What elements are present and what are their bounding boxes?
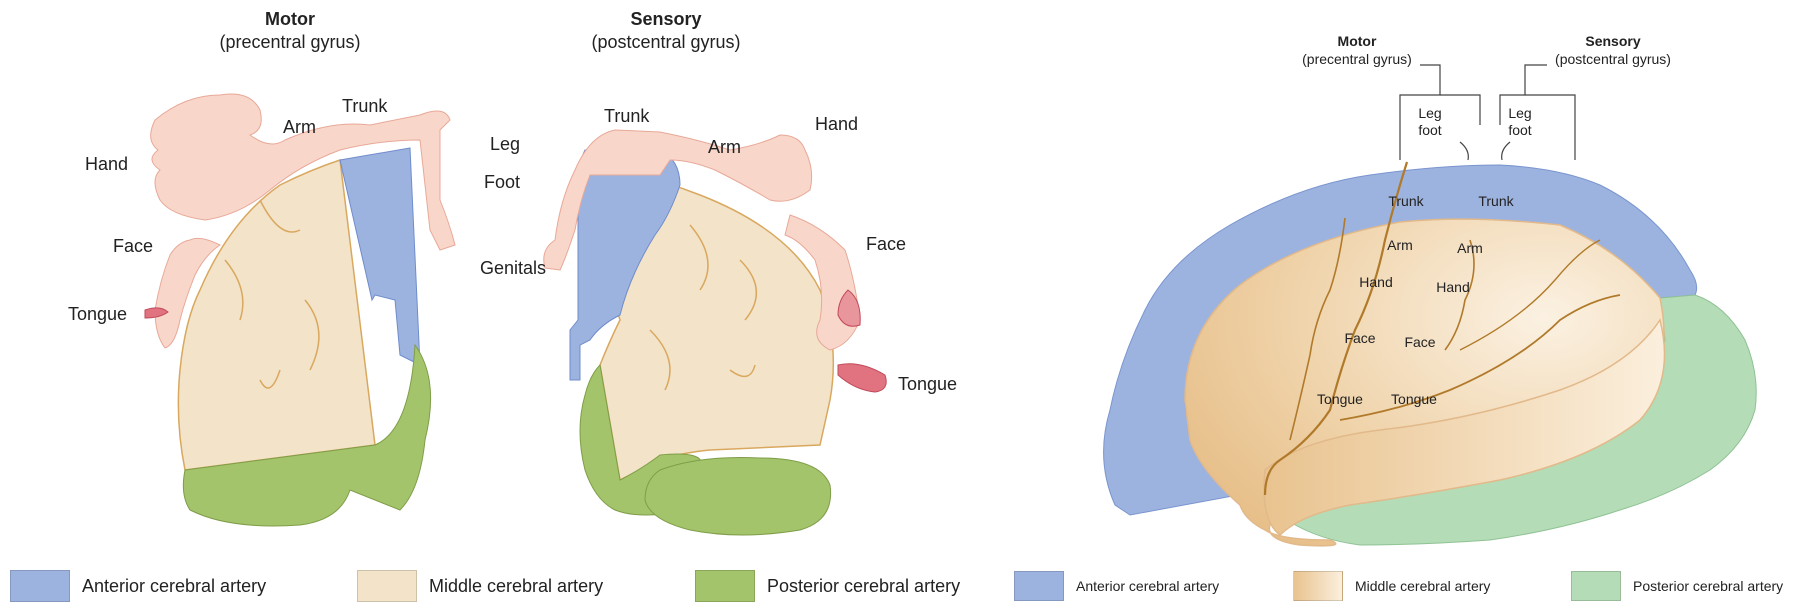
lateral-foot-left: foot xyxy=(1418,122,1441,138)
legend-swatch xyxy=(10,570,70,602)
legend-right-middle: Middle cerebral artery xyxy=(1293,570,1490,602)
motor-title: Motor xyxy=(265,9,315,29)
lateral-brain xyxy=(1104,162,1757,546)
legend-swatch xyxy=(1293,571,1343,601)
sensory-strip-face: Face xyxy=(1404,334,1435,350)
lateral-motor-title: Motor xyxy=(1338,33,1377,49)
legend-left-posterior: Posterior cerebral artery xyxy=(695,570,960,602)
legend-label: Anterior cerebral artery xyxy=(1076,578,1219,594)
lateral-motor-subtitle: (precentral gyrus) xyxy=(1302,51,1412,67)
sensory-strip-tongue: Tongue xyxy=(1391,391,1437,407)
sensory-homunculus-tongue xyxy=(838,364,886,392)
legend-left-middle: Middle cerebral artery xyxy=(357,570,603,602)
sensory-label-trunk: Trunk xyxy=(604,106,650,126)
legend-label: Middle cerebral artery xyxy=(429,576,603,597)
label-foot: Foot xyxy=(484,172,520,192)
legend-swatch xyxy=(357,570,417,602)
sensory-coronal-section xyxy=(570,150,833,535)
motor-label-arm: Arm xyxy=(283,117,316,137)
lateral-leg-left: Leg xyxy=(1418,105,1441,121)
sensory-strip-arm: Arm xyxy=(1457,240,1483,256)
sensory-title: Sensory xyxy=(630,9,701,29)
motor-subtitle: (precentral gyrus) xyxy=(219,32,360,52)
motor-strip-face: Face xyxy=(1344,330,1375,346)
legend-right-anterior: Anterior cerebral artery xyxy=(1014,570,1219,602)
legend-label: Posterior cerebral artery xyxy=(767,576,960,597)
legend-left-anterior: Anterior cerebral artery xyxy=(10,570,266,602)
legend-swatch xyxy=(695,570,755,602)
legend-label: Posterior cerebral artery xyxy=(1633,578,1783,594)
legend-swatch xyxy=(1571,571,1621,601)
legend-label: Anterior cerebral artery xyxy=(82,576,266,597)
motor-strip-trunk: Trunk xyxy=(1388,193,1424,209)
sensory-label-hand: Hand xyxy=(815,114,858,134)
motor-label-face: Face xyxy=(113,236,153,256)
lateral-sensory-title: Sensory xyxy=(1585,33,1640,49)
sensory-label-arm: Arm xyxy=(708,137,741,157)
lateral-leg-right: Leg xyxy=(1508,105,1531,121)
sensory-label-tongue: Tongue xyxy=(898,374,957,394)
motor-label-hand: Hand xyxy=(85,154,128,174)
legend-swatch xyxy=(1014,571,1064,601)
legend-label: Middle cerebral artery xyxy=(1355,578,1490,594)
lateral-sensory-subtitle: (postcentral gyrus) xyxy=(1555,51,1671,67)
sensory-strip-hand: Hand xyxy=(1436,279,1469,295)
label-leg: Leg xyxy=(490,134,520,154)
sensory-occipital-lobe xyxy=(645,458,831,536)
sensory-subtitle: (postcentral gyrus) xyxy=(591,32,740,52)
motor-label-trunk: Trunk xyxy=(342,96,388,116)
label-genitals: Genitals xyxy=(480,258,546,278)
motor-strip-hand: Hand xyxy=(1359,274,1392,290)
sensory-strip-trunk: Trunk xyxy=(1478,193,1514,209)
motor-label-tongue: Tongue xyxy=(68,304,127,324)
lateral-foot-right: foot xyxy=(1508,122,1531,138)
legend-right-posterior: Posterior cerebral artery xyxy=(1571,570,1783,602)
sensory-label-face: Face xyxy=(866,234,906,254)
motor-strip-arm: Arm xyxy=(1387,237,1413,253)
motor-strip-tongue: Tongue xyxy=(1317,391,1363,407)
